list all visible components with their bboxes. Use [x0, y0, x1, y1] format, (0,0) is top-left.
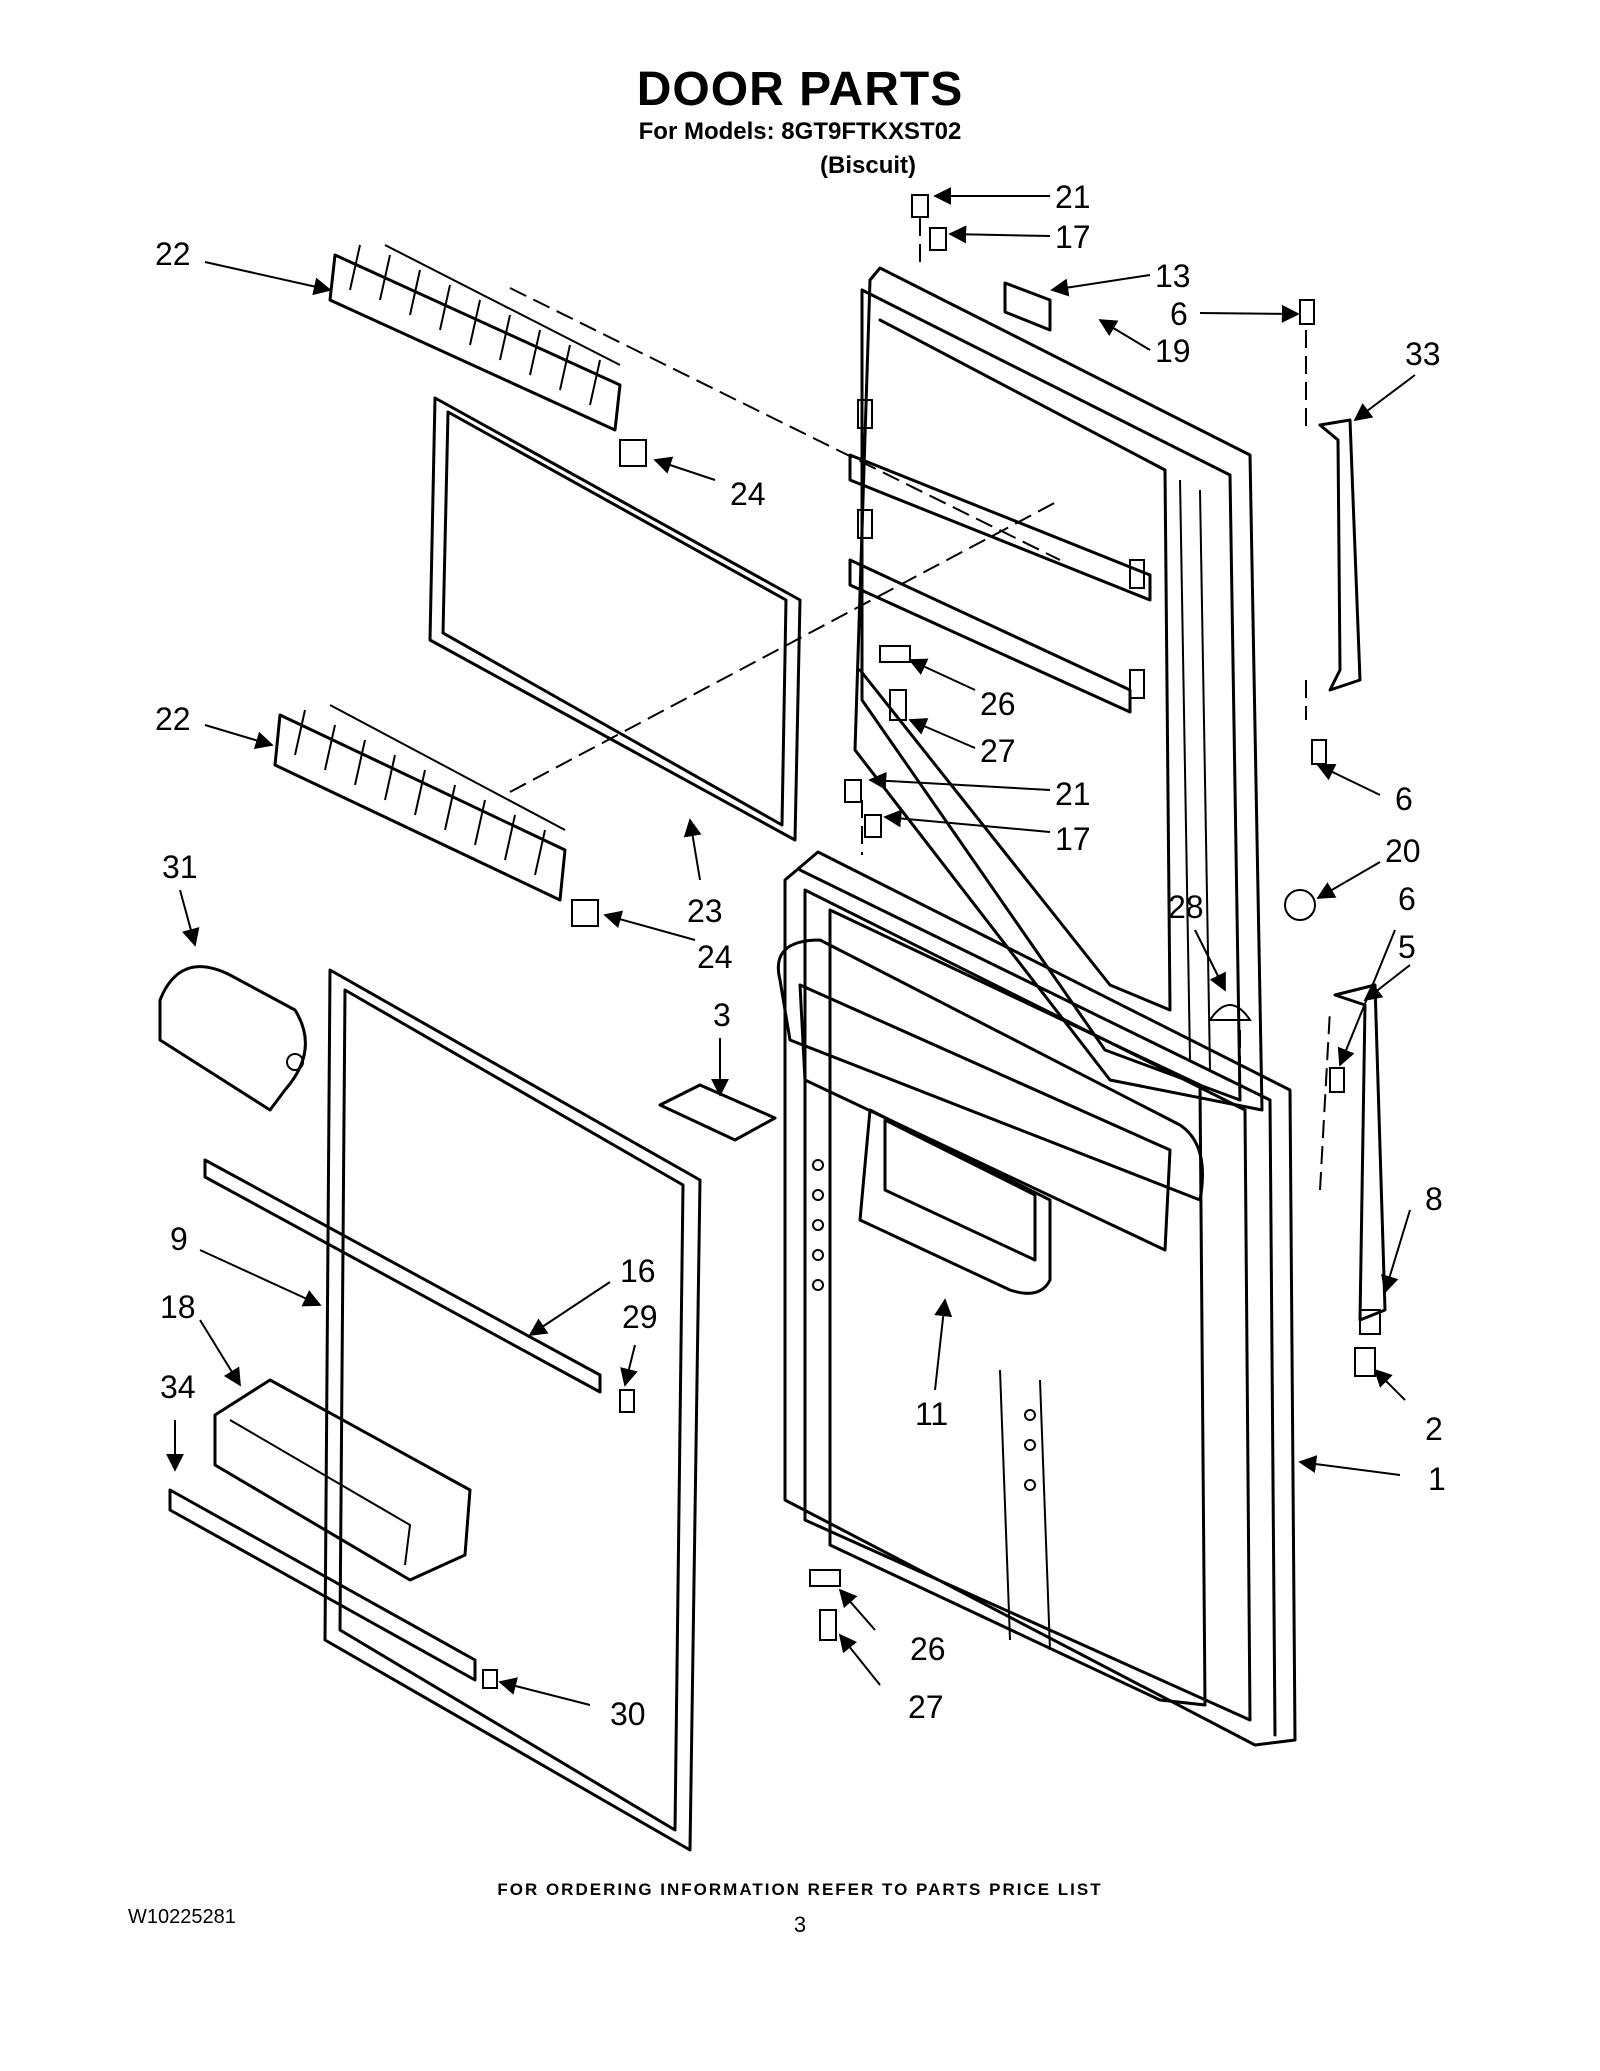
callout-22: 22	[155, 236, 191, 272]
leader-arrows	[166, 187, 1416, 1706]
dairy-door-31	[158, 965, 307, 1112]
ordering-note: FOR ORDERING INFORMATION REFER TO PARTS …	[497, 1880, 1103, 1899]
callout-18: 18	[160, 1289, 196, 1325]
callout-5: 5	[1398, 929, 1416, 965]
callout-6-mid: 6	[1395, 781, 1413, 817]
page-title: DOOR PARTS	[636, 63, 964, 116]
callout-33: 33	[1405, 336, 1441, 372]
freezer-door	[848, 266, 1264, 1112]
callout-24: 24	[730, 476, 766, 512]
callout-30: 30	[610, 1696, 646, 1732]
callout-2: 2	[1425, 1411, 1443, 1447]
callout-6-lower: 6	[1398, 881, 1416, 917]
callout-22-lower: 22	[155, 701, 191, 737]
trim-34	[168, 1488, 477, 1682]
callout-23: 23	[687, 893, 723, 929]
callout-28: 28	[1168, 889, 1204, 925]
callout-11: 11	[915, 1396, 948, 1432]
shelf-retainer-9	[203, 1158, 602, 1394]
freezer-gasket	[428, 396, 802, 842]
callout-34: 34	[160, 1369, 196, 1405]
callout-24-lower: 24	[697, 939, 733, 975]
hinge-lower-5	[1333, 983, 1387, 1322]
document-code: W10225281	[128, 1906, 236, 1928]
callout-26-lower: 26	[910, 1631, 946, 1667]
callout-3: 3	[713, 997, 731, 1033]
refrigerator-gasket	[323, 968, 702, 1852]
page-number: 3	[793, 1912, 807, 1937]
callout-31: 31	[162, 849, 198, 885]
hinge-upper-33	[1318, 418, 1362, 692]
callout-17: 17	[1055, 219, 1091, 255]
callout-labels: 21 17 13 6 19 33 22 24 26 27 6 21 17 20 …	[155, 179, 1446, 1732]
callout-21: 21	[1055, 179, 1091, 215]
refrigerator-door	[777, 850, 1297, 1747]
alignment-lines	[509, 218, 1331, 1191]
callout-21-mid: 21	[1055, 776, 1091, 812]
callout-20: 20	[1385, 833, 1421, 869]
callout-1: 1	[1428, 1461, 1446, 1497]
pad-3	[658, 1083, 777, 1142]
callout-17-mid: 17	[1055, 821, 1091, 857]
callout-27: 27	[980, 733, 1016, 769]
callout-6: 6	[1170, 296, 1188, 332]
model-variant: (Biscuit)	[820, 152, 916, 179]
callout-8: 8	[1425, 1181, 1443, 1217]
fasteners	[482, 194, 1381, 1689]
callout-16: 16	[620, 1253, 656, 1289]
door-bin-18	[213, 1378, 472, 1582]
model-line: For Models: 8GT9FTKXST02	[638, 118, 962, 145]
callout-9: 9	[170, 1221, 188, 1257]
wire-shelf-upper	[328, 244, 622, 432]
callout-26: 26	[980, 686, 1016, 722]
callout-27-lower: 27	[908, 1689, 944, 1725]
callout-19: 19	[1155, 333, 1191, 369]
wire-shelf-lower	[273, 704, 567, 902]
callout-29: 29	[622, 1299, 658, 1335]
callout-13: 13	[1155, 258, 1191, 294]
